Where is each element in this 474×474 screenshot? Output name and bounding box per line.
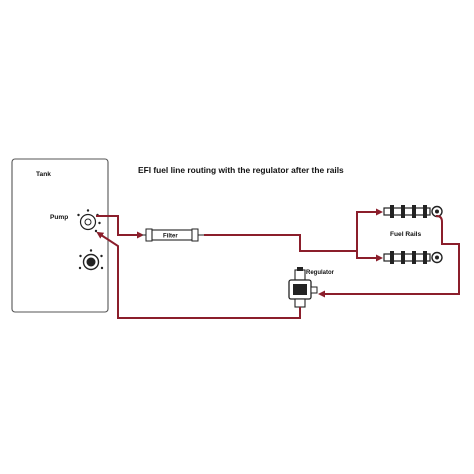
pump-icon [77,209,101,233]
filter-icon [142,228,204,242]
tank-outline [11,158,109,313]
diagram-title: EFI fuel line routing with the regulator… [138,165,344,175]
fuel-line-filter-to-rail-bottom [356,251,383,262]
fuel-line-rails-to-regulator [318,214,460,298]
regulator-icon [288,267,318,308]
fuel-rails-label: Fuel Rails [390,231,421,238]
fuel-line-pump-to-filter [96,215,144,239]
fuel-rail-icon-top [383,205,443,218]
gauge-sender-icon [78,249,104,271]
fuel-line-filter-to-rail-top [204,208,383,252]
pump-label: Pump [50,214,68,221]
fuel-line-regulator-to-tank [96,231,301,319]
fuel-rail-icon-bottom [383,251,443,264]
filter-label: Filter [163,234,178,240]
regulator-label: Regulator [306,270,335,276]
tank-label: Tank [36,171,51,178]
